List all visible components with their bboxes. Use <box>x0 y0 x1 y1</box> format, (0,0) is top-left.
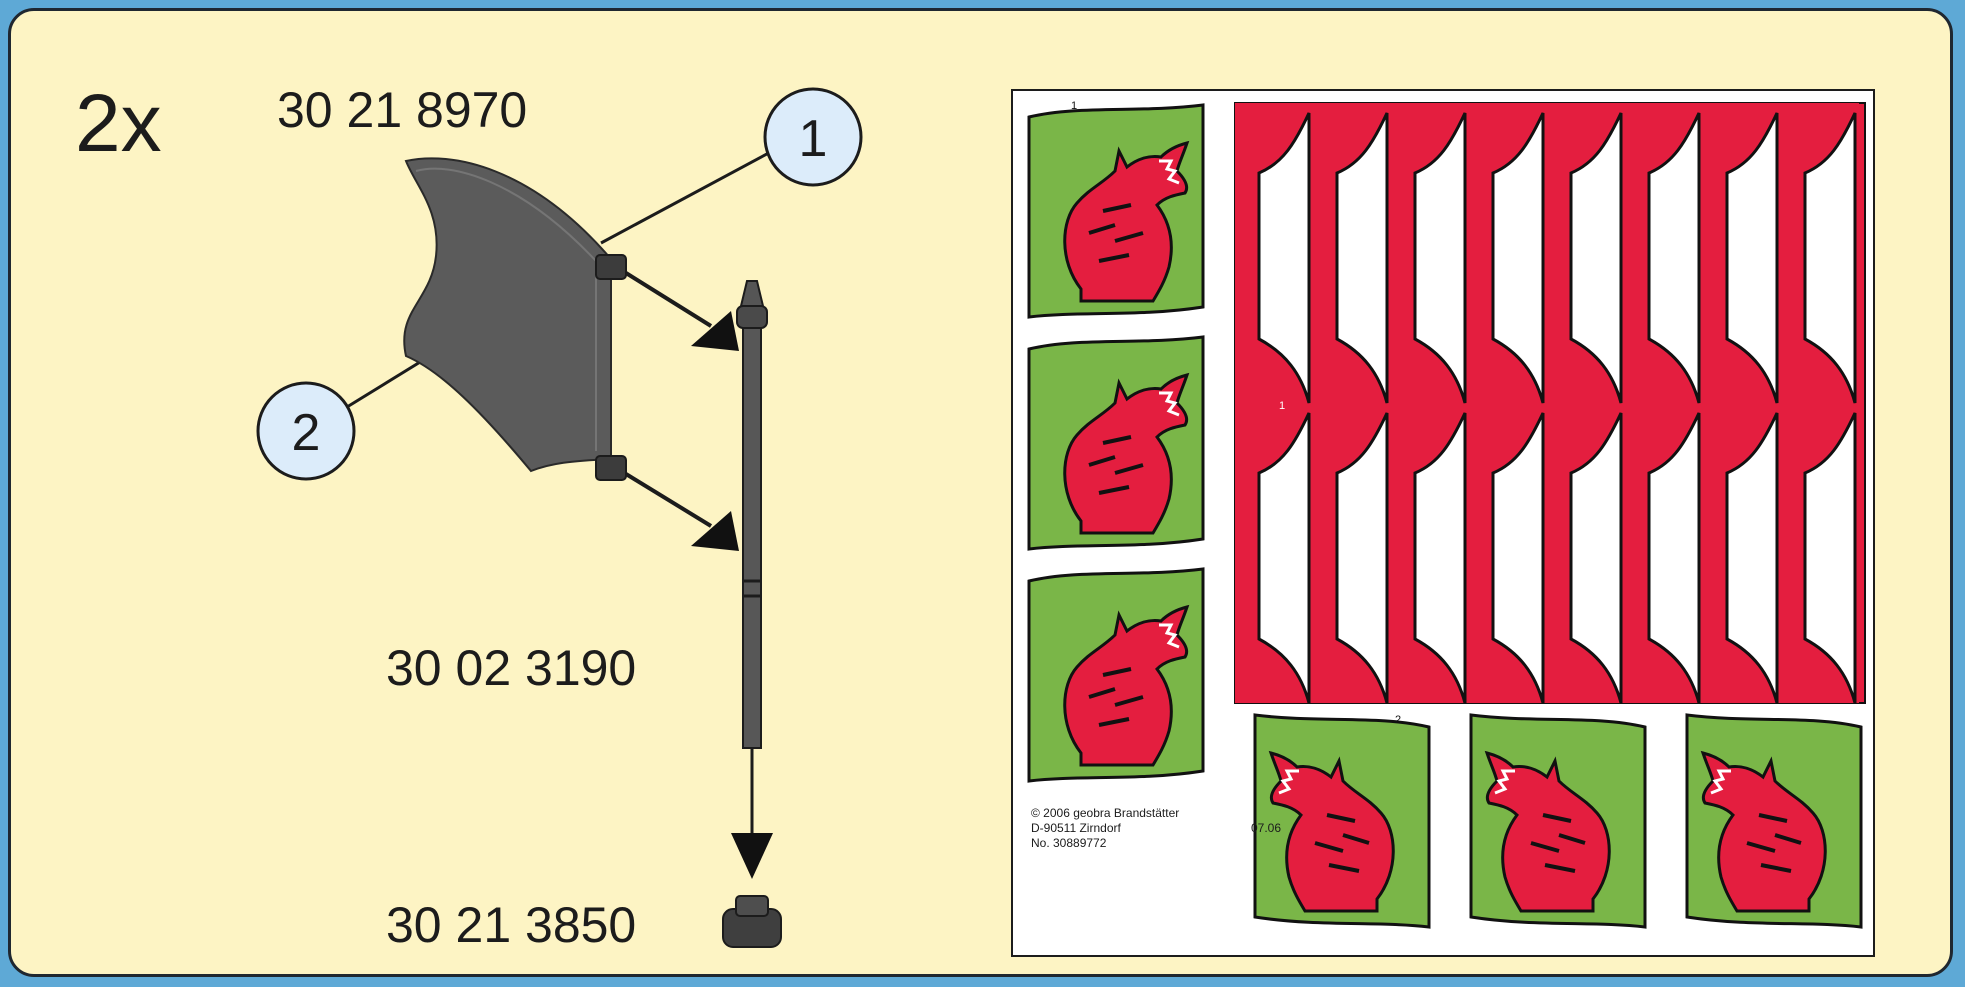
pennant-strips <box>1235 103 1865 703</box>
callout-1: 1 <box>765 89 861 185</box>
flag-part <box>404 158 626 480</box>
date-code: 07.06 <box>1251 821 1281 836</box>
banner-label-1: 1 <box>1071 100 1077 112</box>
wolf-banner-bottom-1 <box>1255 715 1429 927</box>
banner-label-2: 2 <box>1395 714 1401 726</box>
callout-2-number: 2 <box>292 404 321 462</box>
wolf-banner-bottom-2 <box>1471 715 1645 927</box>
flag-clip-bottom <box>596 456 626 480</box>
address-line: D-90511 Zirndorf <box>1031 821 1121 836</box>
wolf-banner-left-2 <box>1029 337 1203 549</box>
base-part <box>723 896 781 947</box>
instruction-panel: 2x 30 21 8970 30 02 3190 30 21 3850 <box>8 8 1953 977</box>
attach-arrows <box>626 273 739 551</box>
pennant-label: 1 <box>1279 400 1285 412</box>
pole-part <box>737 281 767 748</box>
callout-1-number: 1 <box>799 110 828 168</box>
base-arrow <box>731 748 773 879</box>
wolf-banner-left-1 <box>1029 105 1203 317</box>
sheet-number: No. 30889772 <box>1031 836 1106 850</box>
callout-1-leader <box>601 141 791 243</box>
wolf-banner-left-3 <box>1029 569 1203 781</box>
copyright-block: © 2006 geobra Brandstätter D-90511 Zirnd… <box>1031 806 1281 851</box>
sticker-sheet: 1 1 2 © 2006 geobra Brandstätter <box>1011 89 1875 957</box>
flag-clip-top <box>596 255 626 279</box>
callout-2: 2 <box>258 383 354 479</box>
wolf-banner-bottom-3 <box>1687 715 1861 927</box>
assembly-illustration: 1 2 <box>11 11 991 977</box>
copyright-line: © 2006 geobra Brandstätter <box>1031 806 1179 820</box>
